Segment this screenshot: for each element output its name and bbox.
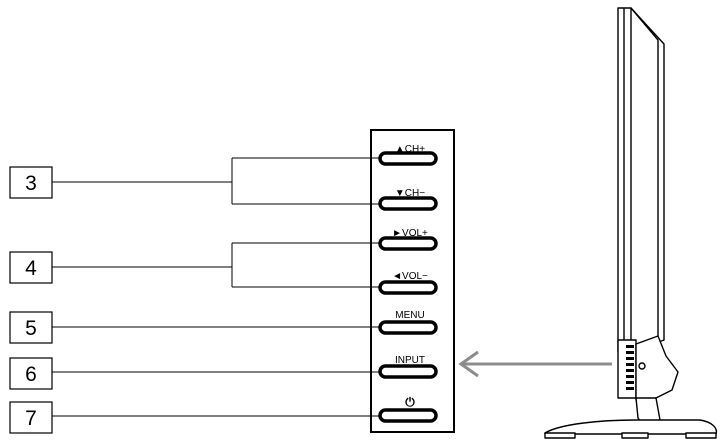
callout-number: 5	[25, 317, 37, 340]
vol-up-button[interactable]: ►VOL+	[378, 228, 438, 251]
tv-back-edge	[630, 7, 659, 342]
button-label: INPUT	[395, 355, 425, 366]
button-label: ▼CH−	[395, 188, 425, 199]
button-label: ►VOL+	[392, 228, 428, 239]
tv-foot	[621, 432, 649, 439]
tv-hinge-screw	[638, 362, 646, 370]
callout-box	[9, 166, 53, 199]
power-button[interactable]: ⏻	[378, 395, 438, 423]
callout-4: 4	[9, 251, 53, 284]
button-label: ◄VOL−	[392, 271, 428, 282]
callout-3: 3	[9, 166, 53, 199]
callout-number: 3	[25, 172, 37, 195]
tv-foot	[685, 432, 717, 439]
tv-side-buttons	[626, 345, 634, 390]
power-icon: ⏻	[405, 395, 415, 409]
input-button[interactable]: INPUT	[378, 355, 438, 379]
callout-6: 6	[9, 357, 53, 390]
callout-box	[9, 401, 53, 434]
tv-stand-base	[544, 419, 718, 435]
callout-box	[9, 251, 53, 284]
ch-down-button[interactable]: ▼CH−	[378, 188, 438, 211]
menu-button[interactable]: MENU	[378, 310, 438, 335]
vol-down-button[interactable]: ◄VOL−	[378, 271, 438, 295]
callout-box	[9, 357, 53, 390]
callout-7: 7	[9, 401, 53, 434]
leader-lines	[52, 157, 380, 417]
tv-panel-body	[617, 7, 665, 353]
pointer-arrow	[458, 350, 612, 378]
button-label: ▲CH+	[395, 144, 425, 155]
callout-5: 5	[9, 311, 53, 344]
tv-foot	[544, 432, 576, 439]
callout-number: 7	[25, 407, 37, 430]
ch-up-button[interactable]: ▲CH+	[378, 144, 438, 166]
callout-number: 4	[25, 257, 37, 280]
button-label: MENU	[395, 310, 424, 321]
tv-side-view	[544, 7, 718, 439]
callout-number: 6	[25, 363, 37, 386]
